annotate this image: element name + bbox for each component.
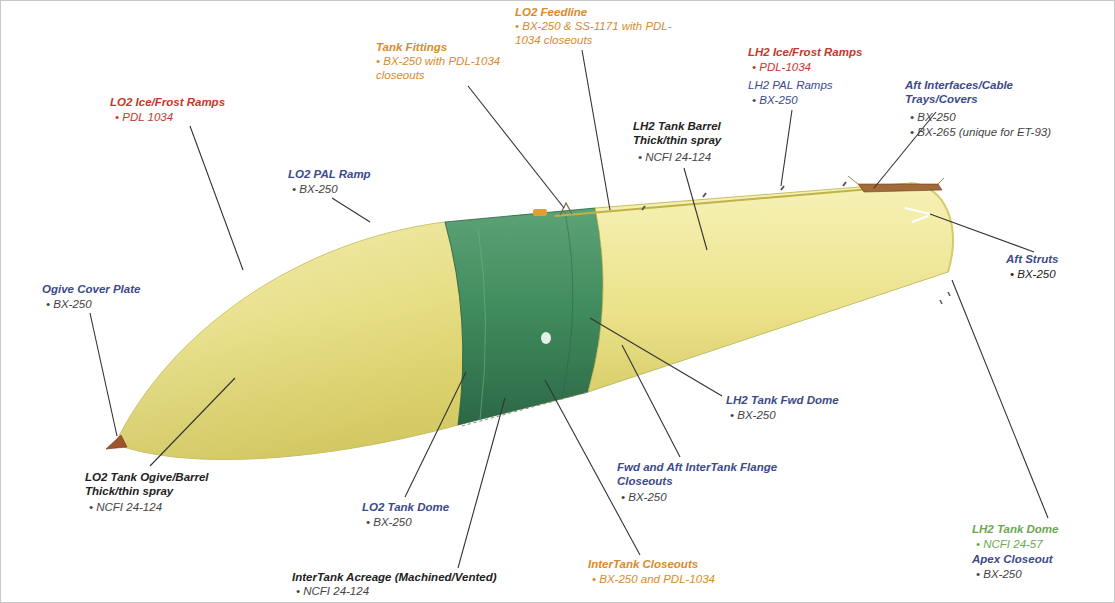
callout-title: Aft Struts — [1006, 252, 1058, 266]
callout-title: InterTank Closeouts — [588, 557, 698, 571]
callout-title: LO2 Tank Ogive/Barrel Thick/thin spray — [85, 470, 265, 498]
lh2-aft-dome — [910, 183, 953, 272]
material-spec: • BX-250 — [621, 490, 667, 504]
material-spec: • NCFI 24-124 — [89, 500, 162, 514]
material-spec: • BX-250 — [910, 110, 956, 124]
cable-tray — [858, 184, 942, 192]
material-spec: • BX-250 — [366, 515, 412, 529]
callout-title: Apex Closeout — [972, 552, 1053, 566]
callout-title: Tank Fittings — [376, 40, 447, 54]
material-spec: • BX-265 (unique for ET-93) — [910, 125, 1051, 139]
callout-title: LH2 Tank Barrel Thick/thin spray — [633, 119, 753, 147]
material-spec: • NCFI 24-124 — [638, 150, 711, 164]
material-spec: • NCFI 24-124 — [296, 584, 369, 598]
intertank-panel — [562, 212, 573, 398]
material-spec: LH2 PAL Ramps — [748, 78, 833, 92]
lo2-tank-shade — [115, 222, 463, 460]
intertank-panel — [478, 228, 486, 420]
ice-frost-ramp — [940, 292, 950, 304]
callout-title: LO2 Tank Dome — [362, 500, 449, 514]
leader-lines — [90, 50, 1048, 568]
aft-interface — [848, 176, 944, 184]
material-spec: • BX-250 — [752, 93, 798, 107]
intertank — [445, 208, 603, 425]
material-spec: • NCFI 24-57 — [976, 537, 1043, 551]
callout-title: LH2 Ice/Frost Ramps — [748, 45, 862, 59]
callout-title: LH2 Tank Dome — [972, 522, 1058, 536]
material-spec: • BX-250 — [1010, 267, 1056, 281]
material-spec: • PDL 1034 — [115, 110, 173, 124]
callout-title: LH2 Tank Fwd Dome — [726, 393, 839, 407]
callout-title: LO2 Feedline — [515, 5, 587, 19]
aft-strut — [905, 208, 930, 222]
material-spec: • BX-250 — [292, 182, 338, 196]
lo2-feedline — [555, 186, 905, 216]
intertank-vent — [541, 332, 551, 344]
material-spec: • BX-250 — [976, 567, 1022, 581]
material-spec: • BX-250 — [730, 408, 776, 422]
callout-title: LO2 Ice/Frost Ramps — [110, 95, 225, 109]
tank-fitting — [533, 209, 547, 216]
callout-title: Aft Interfaces/Cable Trays/Covers — [905, 78, 1055, 106]
callout-title: InterTank Acreage (Machined/Vented) — [292, 570, 497, 584]
lh2-tank — [588, 183, 953, 392]
intertank-closeout — [462, 392, 588, 426]
callout-title: Fwd and Aft InterTank Flange Closeouts — [617, 460, 792, 488]
ogive-cover-plate — [106, 435, 127, 449]
callout-title: LO2 PAL Ramp — [288, 167, 371, 181]
ice-frost-ramp — [642, 182, 846, 210]
material-spec: • PDL-1034 — [752, 60, 811, 74]
material-spec: • BX-250 — [46, 297, 92, 311]
material-spec: • BX-250 & SS-1171 with PDL-1034 closeou… — [515, 19, 695, 47]
lo2-tank — [115, 222, 463, 460]
material-spec: • BX-250 with PDL-1034 closeouts — [376, 54, 501, 82]
callout-title: Ogive Cover Plate — [42, 282, 140, 296]
material-spec: • BX-250 and PDL-1034 — [592, 572, 715, 586]
